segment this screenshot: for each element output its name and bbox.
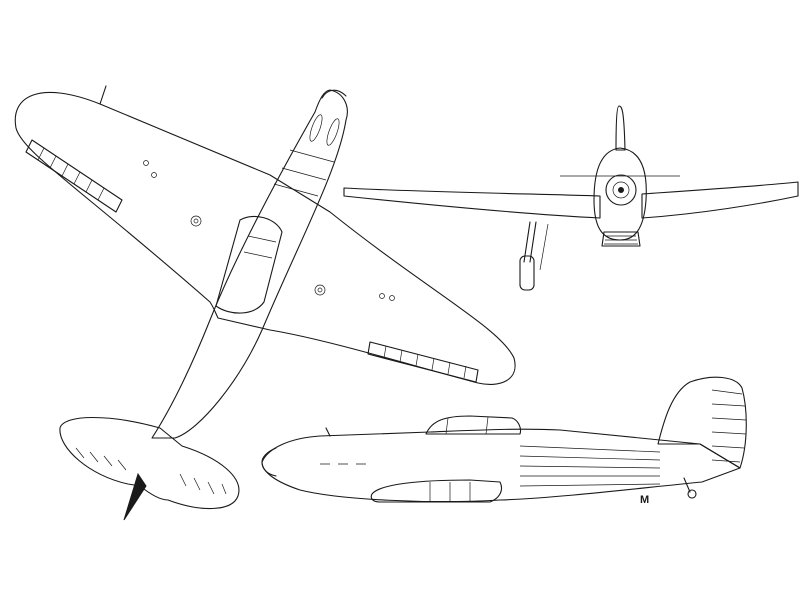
plan-aileron-left-ribs xyxy=(37,147,105,201)
side-fuselage xyxy=(261,428,741,503)
side-fin xyxy=(657,376,747,469)
front-radiator xyxy=(601,231,641,247)
plan-rudder-tip xyxy=(123,472,147,521)
plan-roundel-left-inner xyxy=(193,218,199,224)
plan-canopy xyxy=(215,215,283,314)
front-view xyxy=(343,105,799,291)
plan-panel-4 xyxy=(389,295,395,301)
front-fin xyxy=(615,105,626,151)
plan-exhaust-right xyxy=(326,118,340,146)
front-fuselage xyxy=(593,147,647,241)
plan-roundel-right xyxy=(314,284,326,296)
plan-roundel-right-inner xyxy=(317,287,323,293)
side-stringers xyxy=(519,445,661,487)
plan-aileron-right-ribs xyxy=(383,345,467,379)
plan-spinner xyxy=(321,89,347,99)
side-spinner xyxy=(261,447,277,477)
front-spinner-outer xyxy=(605,174,637,206)
side-view-marker: M xyxy=(640,494,650,506)
plan-roundel-left xyxy=(190,215,202,227)
front-spinner-mid xyxy=(612,181,630,199)
plan-view xyxy=(14,85,516,521)
front-gear-leg xyxy=(523,221,537,263)
plan-canopy-frame xyxy=(243,235,277,259)
side-view xyxy=(261,376,747,503)
side-antenna xyxy=(325,427,331,437)
plan-fuselage xyxy=(151,89,348,439)
front-wing-left xyxy=(343,187,601,219)
plan-cowl-lines xyxy=(273,149,335,197)
side-canopy xyxy=(425,415,522,435)
front-gear-wheel xyxy=(519,255,535,291)
side-tailwheel xyxy=(687,489,697,499)
side-canopy-frames xyxy=(445,416,489,435)
plan-aileron-right xyxy=(367,341,479,383)
plan-elevator-ribs xyxy=(75,447,227,495)
side-radiator xyxy=(370,479,503,503)
front-wing-right xyxy=(641,181,799,219)
plan-panel-1 xyxy=(143,160,149,166)
plan-tailplane xyxy=(59,417,240,510)
side-rudder-ribs xyxy=(711,389,747,463)
plan-panel-3 xyxy=(379,293,385,299)
plan-pitot xyxy=(99,85,107,105)
plan-exhaust-left xyxy=(309,114,323,142)
front-radiator-grill xyxy=(604,235,638,245)
plan-panel-2 xyxy=(151,172,157,178)
side-tailwheel-strut xyxy=(683,477,691,493)
side-radiator-panels xyxy=(429,482,471,502)
front-gear-door xyxy=(539,223,549,271)
plan-wing xyxy=(14,91,516,385)
plan-aileron-left xyxy=(25,139,123,213)
front-spinner-hub xyxy=(618,187,624,193)
